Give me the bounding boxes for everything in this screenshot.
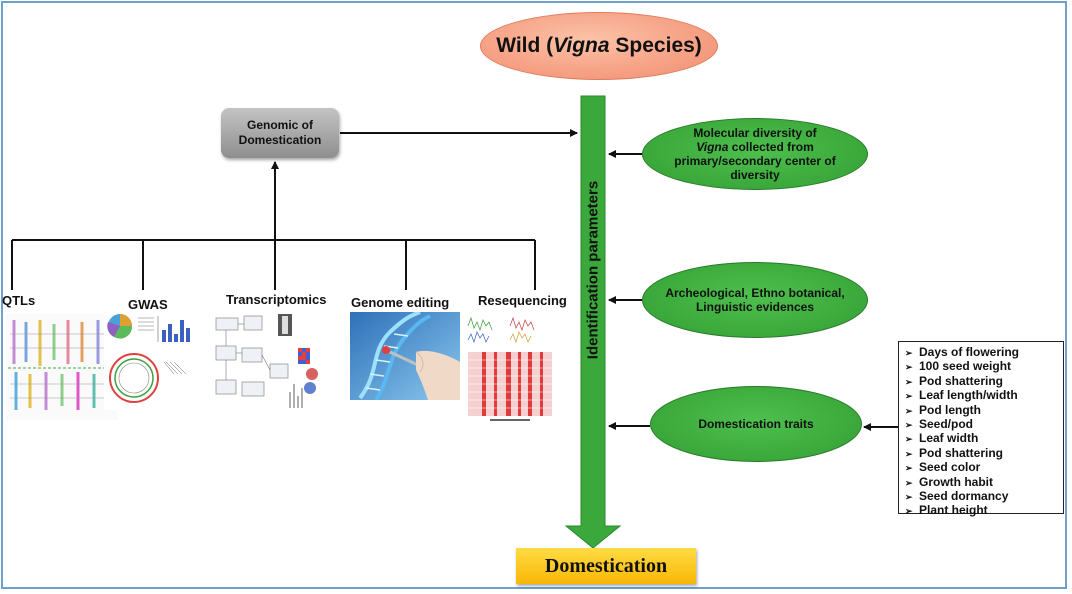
trait-label: Pod shattering (919, 373, 1004, 388)
arrow-bullet-icon: ➢ (905, 362, 913, 373)
transcriptomics-workflow-image (212, 312, 322, 414)
trait-label: Leaf length/width (919, 388, 1018, 403)
trait-label: Leaf width (919, 431, 979, 446)
trait-label: Seed dormancy (919, 489, 1009, 504)
gwas-plot-image (104, 312, 204, 410)
arrow-bullet-icon: ➢ (905, 348, 913, 358)
trait-item: ➢ Plant height (905, 504, 1063, 518)
trait-item: ➢ Pod shattering (905, 373, 1063, 389)
trait-item: ➢ Pod length (905, 402, 1063, 418)
qtl-map-image (6, 314, 118, 420)
wild-vigna-node: Wild (Vigna Species) (480, 12, 718, 80)
method-label-gwas: GWAS (128, 297, 168, 312)
trait-label: 100 seed weight (919, 359, 1012, 374)
trait-label: Days of flowering (919, 345, 1020, 359)
trait-label: Growth habit (919, 474, 993, 489)
domestication-traits-node: Domestication traits (650, 386, 862, 462)
method-label-transcriptomics: Transcriptomics (226, 292, 327, 307)
arrow-bullet-icon: ➢ (905, 506, 913, 517)
traits-list: ➢ Days of flowering ➢ 100 seed weight ➢ Pod s… (905, 345, 1063, 519)
arrow-bullet-icon: ➢ (905, 391, 913, 402)
arrow-bullet-icon: ➢ (905, 463, 913, 474)
trait-item: ➢ Leaf length/width (905, 389, 1063, 403)
resequencing-alignment-image (460, 310, 560, 424)
genomic-line1: Genomic of (246, 118, 313, 132)
traits-list-box: ➢ Days of flowering ➢ 100 seed weight ➢ Pod s… (898, 341, 1064, 517)
trait-label: Pod length (919, 402, 981, 417)
domestication-node: Domestication (516, 548, 696, 584)
trait-item: ➢ 100 seed weight (905, 360, 1063, 374)
method-label-genome-editing: Genome editing (351, 295, 450, 310)
arrow-bullet-icon: ➢ (905, 405, 913, 416)
genome-editing-image (350, 312, 460, 400)
identification-parameters-label: Identification parameters (584, 180, 602, 360)
trait-label: Seed/pod (919, 417, 974, 432)
arrow-bullet-icon: ➢ (905, 448, 913, 459)
arrow-bullet-icon: ➢ (905, 420, 913, 431)
arrow-bullet-icon: ➢ (905, 492, 913, 503)
genomic-line2: Domestication (238, 133, 322, 147)
trait-label: Pod shattering (919, 445, 1004, 460)
trait-item: ➢ Pod shattering (905, 445, 1063, 461)
trait-item: ➢ Leaf width (905, 432, 1063, 446)
trait-label: Plant height (919, 503, 988, 518)
method-label-qtls: QTLs (2, 293, 36, 308)
trait-item: ➢ Seed/pod (905, 417, 1063, 432)
trait-item: ➢ Growth habit (905, 474, 1063, 490)
trait-label: Seed color (919, 460, 981, 475)
method-label-resequencing: Resequencing (478, 293, 567, 308)
trait-item: ➢ Seed dormancy (905, 489, 1063, 504)
arrow-bullet-icon: ➢ (905, 376, 913, 387)
archeological-evidence-node: Archeological, Ethno botanical, Linguist… (642, 262, 868, 338)
arrow-bullet-icon: ➢ (905, 477, 913, 488)
trait-item: ➢ Seed color (905, 461, 1063, 475)
wild-node-text: Wild (Vigna Species) (496, 34, 702, 57)
arrow-bullet-icon: ➢ (905, 434, 913, 445)
main-green-arrow (564, 95, 622, 549)
trait-item: ➢ Days of flowering (905, 345, 1063, 360)
